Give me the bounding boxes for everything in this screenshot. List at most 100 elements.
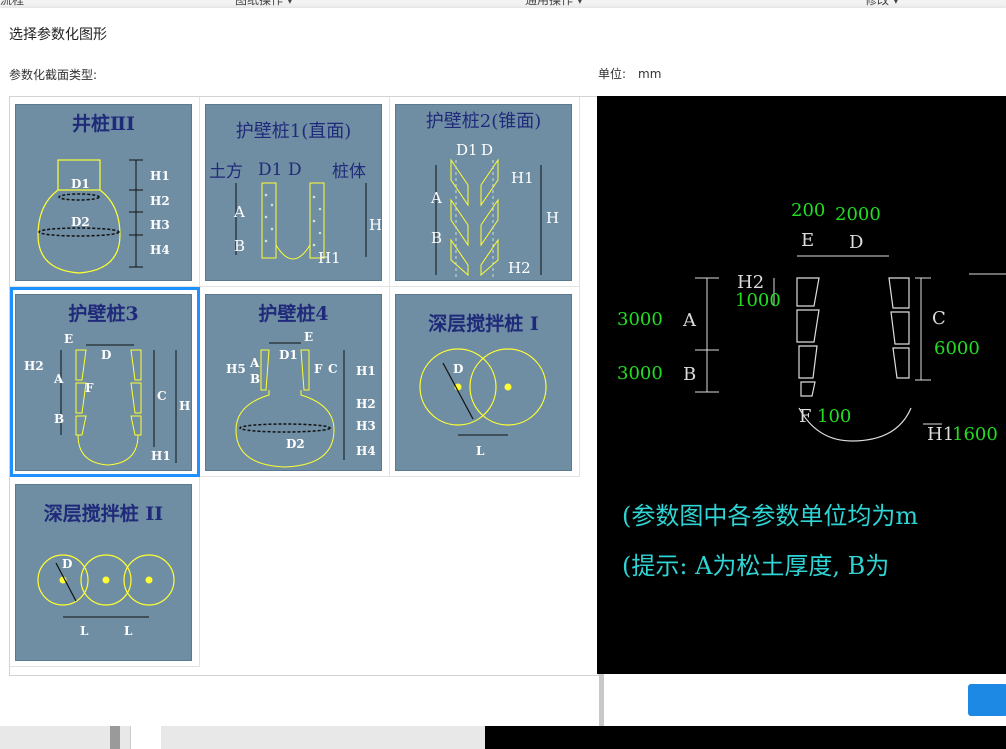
label-h2: H2 [356, 397, 376, 411]
retaining-pile-2-diagram: D1 D H1 A B H H2 [430, 141, 559, 277]
dim-label-h2: H2 [737, 272, 764, 293]
dim-label-f: F [799, 406, 812, 427]
confirm-button[interactable] [968, 684, 1006, 716]
label-h1: H1 [151, 449, 171, 463]
label-l-2: L [124, 624, 133, 638]
label-h2: H2 [24, 359, 44, 373]
label-h3: H3 [356, 419, 376, 433]
menu-item-common-ops[interactable]: 通用操作 ▾ [525, 0, 583, 7]
label-d2: D2 [71, 215, 90, 229]
label-b: B [54, 412, 64, 426]
dim-6000: 6000 [934, 338, 980, 359]
select-parametric-shape-dialog: 选择参数化图形 参数化截面类型: 单位:mm 井桩ⅡI D1 D2 H1 [0, 8, 1006, 747]
label-d: D [288, 160, 302, 180]
shape-card-well-pile-2[interactable]: 井桩ⅡI D1 D2 H1 H2 H3 H4 [10, 97, 200, 287]
deep-mixing-pile-2-diagram: D L L [37, 554, 175, 638]
dim-3000-a: 3000 [617, 309, 663, 330]
preview-note-hint: (提示: A为松土厚度, B为 [622, 552, 890, 580]
dim-100: 100 [817, 406, 851, 427]
label-b: B [234, 237, 245, 255]
label-a: A [233, 203, 245, 221]
label-a: A [430, 189, 442, 207]
label-d1: D1 [71, 177, 90, 191]
label-h2: H2 [508, 259, 531, 277]
label-h: H [369, 216, 382, 234]
label-b: B [250, 372, 260, 386]
label-d1: D1 [279, 348, 298, 362]
preview-diagram: 200 2000 1000 3000 3000 6000 100 1600 E … [617, 200, 1006, 445]
label-a: A [53, 372, 64, 386]
label-h5: H5 [226, 362, 246, 376]
label-h4: H4 [356, 444, 376, 458]
label-h: H [179, 399, 190, 413]
card-title: 护壁桩2(锥面) [425, 111, 542, 132]
label-h1: H1 [318, 249, 341, 267]
menu-item-modify[interactable]: 修改 ▾ [865, 0, 899, 7]
retaining-pile-1-diagram: 土方 D1 D 桩体 A B H H1 [209, 160, 382, 267]
dim-1000: 1000 [735, 290, 781, 311]
label-c: C [157, 389, 167, 403]
dim-200: 200 [791, 200, 825, 221]
section-type-label: 参数化截面类型: [9, 68, 98, 82]
shape-card-deep-mixing-pile-1[interactable]: 深层搅拌桩 I D L [390, 287, 580, 477]
shape-card-retaining-pile-3[interactable]: 护壁桩3 E D H2 A F B C [10, 287, 200, 477]
unit-label: 单位:mm [598, 67, 662, 81]
dim-label-h1: H1 [927, 424, 954, 445]
shape-card-retaining-pile-1[interactable]: 护壁桩1(直面) 土方 D1 D 桩体 A [200, 97, 390, 287]
shape-card-retaining-pile-4[interactable]: 护壁桩4 E D1 A H5 B F C [200, 287, 390, 477]
label-pile-body: 桩体 [332, 162, 366, 182]
background-panel-a [110, 726, 120, 749]
label-h1: H1 [356, 364, 376, 378]
card-title: 护壁桩1(直面) [235, 121, 352, 142]
menu-item-flow[interactable]: 流程 [0, 0, 25, 7]
label-earth: 土方 [209, 162, 243, 182]
label-e: E [304, 330, 313, 344]
background-window-bottom [0, 726, 1006, 749]
shape-card-retaining-pile-2[interactable]: 护壁桩2(锥面) D1 D H1 A B H [390, 97, 580, 287]
shape-grid: 井桩ⅡI D1 D2 H1 H2 H3 H4 [9, 96, 604, 747]
preview-note-units: (参数图中各参数单位均为m [622, 502, 919, 530]
label-f: F [314, 362, 323, 376]
label-c: C [328, 362, 338, 376]
label-b: B [431, 229, 442, 247]
menu-item-drawing-ops[interactable]: 图纸操作 ▾ [235, 0, 293, 7]
label-h1: H1 [511, 169, 534, 187]
dim-label-b: B [683, 364, 696, 385]
well-pile-diagram: D1 D2 H1 H2 H3 H4 [37, 159, 170, 274]
preview-panel: 200 2000 1000 3000 3000 6000 100 1600 E … [597, 96, 1006, 674]
dialog-title: 选择参数化图形 [9, 27, 107, 43]
background-canvas [485, 726, 1006, 749]
card-title: 深层搅拌桩 I [428, 313, 539, 335]
label-d: D [453, 362, 463, 376]
dim-2000: 2000 [835, 204, 881, 225]
card-title: 井桩ⅡI [72, 113, 135, 135]
card-title: 护壁桩3 [68, 303, 139, 325]
dim-3000-b: 3000 [617, 363, 663, 384]
label-f: F [85, 381, 94, 395]
card-title: 护壁桩4 [258, 303, 329, 325]
label-a: A [249, 356, 260, 370]
label-h2: H2 [150, 194, 170, 208]
label-d: D [101, 348, 111, 362]
dim-label-c: C [932, 308, 946, 329]
label-d: D [481, 141, 493, 159]
background-panel-b [130, 726, 161, 749]
retaining-pile-4-diagram: E D1 A H5 B F C H1 H2 H3 D2 H4 [226, 330, 376, 468]
label-d: D [62, 557, 72, 571]
unit-value: mm [638, 67, 662, 81]
label-d2: D2 [286, 437, 305, 451]
dim-label-d: D [849, 232, 863, 253]
label-l: L [476, 444, 485, 458]
retaining-pile-3-diagram: E D H2 A F B C H H1 [24, 332, 190, 466]
card-title: 深层搅拌桩 II [43, 503, 164, 525]
label-h4: H4 [150, 243, 170, 257]
label-d1: D1 [258, 160, 282, 180]
label-h: H [546, 209, 559, 227]
label-l-1: L [80, 624, 89, 638]
label-e: E [64, 332, 73, 346]
label-h1: H1 [150, 169, 170, 183]
dim-label-a: A [682, 310, 697, 331]
deep-mixing-pile-1-diagram: D L [419, 348, 547, 458]
shape-card-deep-mixing-pile-2[interactable]: 深层搅拌桩 II D L L [10, 477, 200, 667]
label-d1: D1 [456, 141, 478, 159]
